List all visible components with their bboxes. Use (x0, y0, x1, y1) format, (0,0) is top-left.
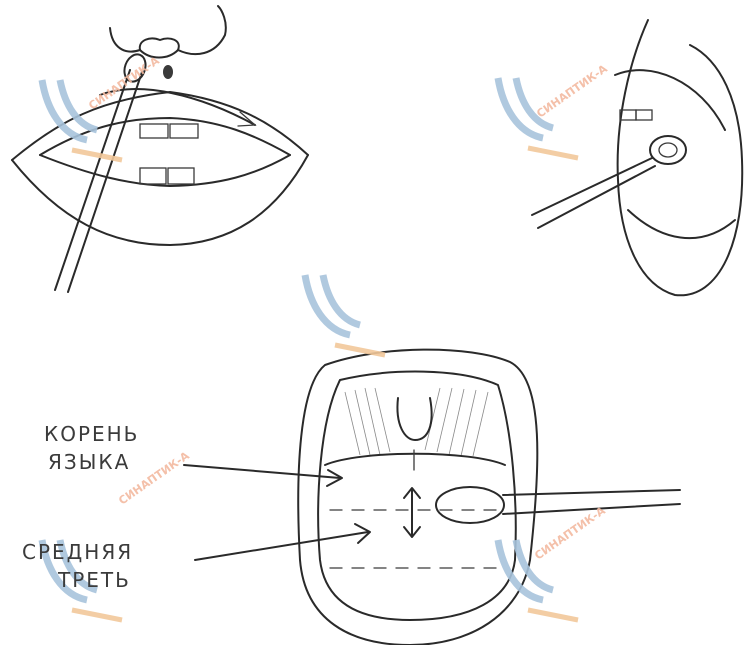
palate-hatching (345, 388, 488, 456)
watermark-logos: СИНАПТИК-А СИНАПТИК-А СИНАПТИК-А СИНАПТИ… (42, 54, 610, 620)
label-middle-third-line1: СРЕДНЯЯ (22, 540, 133, 564)
watermark-logo-4: СИНАПТИК-А (42, 449, 192, 620)
watermark-logo-2: СИНАПТИК-А (498, 62, 610, 158)
arrow-tongue-root (184, 465, 340, 478)
label-tongue-root-line1: КОРЕНЬ (44, 422, 139, 446)
label-middle-third-line2: ТРЕТЬ (58, 568, 131, 592)
watermark-logo-3 (305, 275, 385, 355)
panel-lips-swab (12, 6, 308, 292)
svg-text:СИНАПТИК-А: СИНАПТИК-А (532, 504, 608, 563)
panel-tongue-swab (184, 350, 680, 645)
svg-text:СИНАПТИК-А: СИНАПТИК-А (86, 54, 162, 113)
label-tongue-root-line2: ЯЗЫКА (48, 450, 130, 474)
svg-text:СИНАПТИК-А: СИНАПТИК-А (534, 62, 610, 121)
arrow-middle-third (195, 532, 368, 560)
